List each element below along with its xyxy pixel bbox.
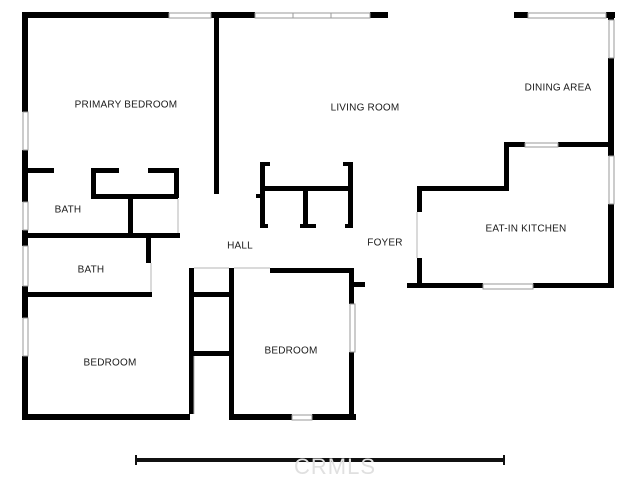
window-bath2-left xyxy=(22,245,29,287)
wall-top-3 xyxy=(370,12,388,18)
scale-bar-tick-left xyxy=(135,455,137,465)
wall-bath1-divider xyxy=(128,194,133,236)
wall-bedroom2-top xyxy=(270,268,354,273)
window-living-top-1 xyxy=(254,12,294,19)
wall-bath2-bottom xyxy=(22,292,152,297)
openings xyxy=(150,199,418,414)
wall-fire-left-low xyxy=(260,186,265,228)
window-bedroom2-right xyxy=(349,303,356,353)
wall-fire-left-top xyxy=(260,162,265,190)
label-bath-2: BATH xyxy=(78,265,105,276)
label-bath-1: BATH xyxy=(55,205,82,216)
wall-dining-bottom-2 xyxy=(558,142,614,147)
wall-kitchen-bottom-2 xyxy=(533,283,614,288)
label-dining-area: DINING AREA xyxy=(525,83,592,94)
scale-bar xyxy=(135,455,505,465)
wall-closet2-left xyxy=(189,268,194,414)
wall-dining-right xyxy=(608,12,614,20)
wall-kitchen-bottom-1 xyxy=(407,283,483,288)
wall-bottom-3 xyxy=(312,414,356,420)
wall-closet-bottom xyxy=(91,194,178,199)
wall-foyer-stub xyxy=(349,282,365,287)
scale-bar-line xyxy=(135,458,505,462)
label-hall: HALL xyxy=(227,241,253,252)
window-primary-left xyxy=(22,111,29,151)
wall-closet2-shelf2 xyxy=(189,351,229,356)
wall-fire-right-top xyxy=(348,162,353,190)
wall-bedroom2-left xyxy=(229,268,234,420)
window-living-top-2 xyxy=(292,12,332,19)
windows xyxy=(22,12,615,421)
label-bedroom-1: BEDROOM xyxy=(83,358,136,369)
window-dining-right xyxy=(608,19,615,59)
wall-top-4 xyxy=(514,12,528,18)
label-eat-in-kitchen: EAT-IN KITCHEN xyxy=(486,224,567,235)
window-bedroom2-bottom xyxy=(291,414,313,421)
window-dining-bottom xyxy=(524,142,559,148)
wall-fire-center xyxy=(303,186,308,228)
watermark-logo: CRMLS xyxy=(294,454,376,479)
wall-closet2-shelf1 xyxy=(189,292,229,297)
wall-bottom-2 xyxy=(229,414,292,420)
window-kitchen-right xyxy=(608,155,615,205)
walls xyxy=(22,12,615,420)
wall-left-4 xyxy=(22,286,28,318)
wall-bath2-right xyxy=(146,233,151,263)
window-dining-top xyxy=(527,12,607,19)
label-living-room: LIVING ROOM xyxy=(331,103,400,114)
wall-kitchen-step-v xyxy=(504,142,509,190)
window-kitchen-bottom xyxy=(482,283,534,290)
window-bath1-left xyxy=(22,201,29,231)
wall-left-1 xyxy=(22,12,28,112)
wall-closet2-top xyxy=(189,268,194,272)
scale-bar-tick-right xyxy=(503,455,505,465)
wall-fire-bottom-1 xyxy=(300,224,316,228)
wall-kitchen-right-1 xyxy=(608,204,614,288)
wall-left-5 xyxy=(22,356,28,420)
wall-primary-bottom-left xyxy=(22,168,54,173)
wall-kitchen-left-2 xyxy=(417,258,422,288)
wall-top-1 xyxy=(22,12,169,18)
wall-dining-bottom-1 xyxy=(504,142,525,147)
room-labels: PRIMARY BEDROOM LIVING ROOM DINING AREA … xyxy=(55,83,592,369)
wall-top-2 xyxy=(211,12,255,18)
wall-left-2 xyxy=(22,150,28,202)
wall-closet-left xyxy=(91,168,96,198)
wall-fire-bottom-2 xyxy=(260,224,268,228)
wall-kitchen-step-h xyxy=(417,186,509,191)
wall-dining-right-2 xyxy=(608,58,614,156)
wall-closet-top-2 xyxy=(148,168,178,173)
window-primary-top xyxy=(168,12,212,19)
wall-bedroom2-right-2 xyxy=(349,352,354,420)
wall-fire-left-stub xyxy=(256,194,264,198)
wall-fire-top-1 xyxy=(260,162,270,166)
window-bedroom1-left xyxy=(22,317,29,357)
wall-closet-top-1 xyxy=(91,168,119,173)
label-bedroom-2: BEDROOM xyxy=(264,346,317,357)
wall-primary-right xyxy=(214,12,219,194)
label-primary-bedroom: PRIMARY BEDROOM xyxy=(75,100,178,111)
wall-kitchen-left-1 xyxy=(417,186,422,212)
label-foyer: FOYER xyxy=(367,238,402,249)
wall-closet-right xyxy=(174,168,179,198)
wall-bath1-bottom xyxy=(22,233,180,238)
wall-bottom-1 xyxy=(22,414,190,420)
wall-fire-bottom-3 xyxy=(345,224,353,228)
wall-fire-right-low xyxy=(348,186,353,228)
window-living-top-3 xyxy=(330,12,371,19)
